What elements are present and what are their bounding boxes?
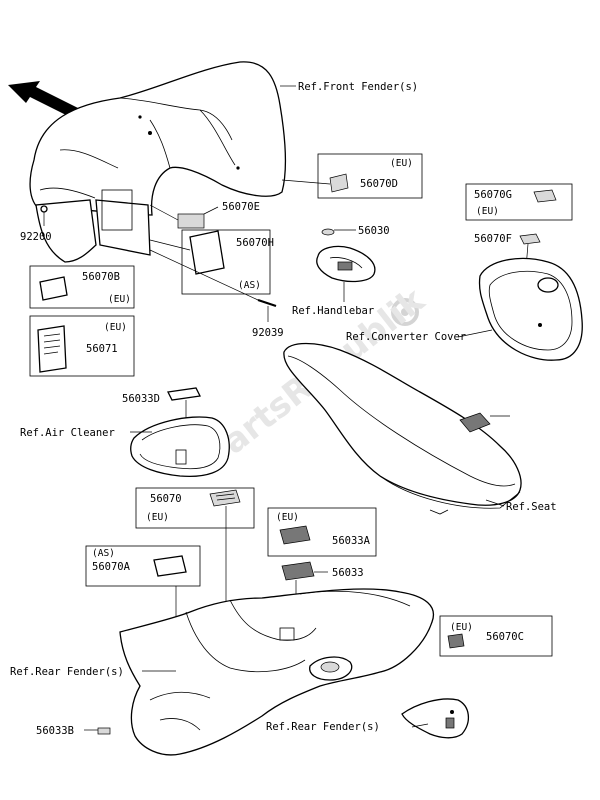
label-56070: 56070: [150, 493, 182, 505]
decal-56070F: [519, 233, 541, 245]
label-92200: 92200: [20, 231, 52, 243]
tag-eu-56071: (EU): [104, 322, 127, 333]
label-ref-seat: Ref.Seat: [506, 501, 557, 513]
label-56070H: 56070H: [236, 237, 274, 249]
leader-converter-cover: [457, 329, 493, 338]
rear-fender-part: [119, 588, 435, 756]
decal-56070H: [189, 230, 225, 275]
label-56070F: 56070F: [474, 233, 512, 245]
label-56033: 56033: [332, 567, 364, 579]
label-56070B: 56070B: [82, 271, 120, 283]
label-56070D: 56070D: [360, 178, 398, 190]
decal-56070E: [177, 213, 205, 229]
decal-56071: [37, 325, 67, 373]
rivet-92039-part: [257, 298, 277, 308]
leader-56070H-fender: [149, 239, 191, 251]
decal-56070B: [39, 276, 68, 301]
handlebar-cover-part: [316, 245, 376, 283]
decal-56070A: [153, 555, 187, 577]
leader-56070D: [281, 179, 331, 185]
box-56070G: [465, 183, 573, 221]
label-56070C: 56070C: [486, 631, 524, 643]
air-cleaner-part: [130, 416, 230, 478]
decal-56070C: [447, 633, 465, 649]
label-ref-front-fender: Ref.Front Fender(s): [298, 81, 418, 93]
gear-icon: [391, 298, 419, 326]
label-92039: 92039: [252, 327, 284, 339]
label-ref-handlebar: Ref.Handlebar: [292, 305, 374, 317]
tag-eu-56070G: (EU): [476, 206, 499, 217]
leader-56070E: [203, 206, 219, 215]
label-ref-converter-cover: Ref.Converter Cover: [346, 331, 466, 343]
tag-eu-56070B: (EU): [108, 294, 131, 305]
tag-eu-56070D: (EU): [390, 158, 413, 169]
label-ref-rear-fender-left: Ref.Rear Fender(s): [10, 666, 124, 678]
decal-56070D: [329, 173, 349, 193]
clip-92200-part: [40, 205, 48, 213]
label-56070G: 56070G: [474, 189, 512, 201]
rear-fender-right-part: [401, 698, 469, 739]
label-56070E: 56070E: [222, 201, 260, 213]
label-56033D: 56033D: [122, 393, 160, 405]
tag-as-56070H: (AS): [238, 280, 261, 291]
label-56070A: 56070A: [92, 561, 131, 573]
tag-eu-56033A: (EU): [276, 512, 299, 523]
decal-56033: [281, 561, 315, 581]
leader-92039-fender: [149, 249, 259, 301]
label-56071: 56071: [86, 343, 118, 355]
label-56033A: 56033A: [332, 535, 371, 547]
decal-56033A: [279, 525, 311, 545]
decal-56070-lines: [215, 493, 236, 501]
decal-56070G: [533, 189, 557, 203]
label-56030: 56030: [358, 225, 390, 237]
converter-cover-part: [478, 257, 583, 361]
decal-seat: [459, 412, 491, 433]
seat-part: [283, 342, 522, 515]
box-56070B: [29, 265, 135, 309]
label-56033B: 56033B: [36, 725, 74, 737]
leader-56070E-fender: [149, 204, 179, 221]
decal-56033D: [167, 387, 201, 401]
label-ref-rear-fender-right: Ref.Rear Fender(s): [266, 721, 380, 733]
decal-56033B: [97, 727, 111, 735]
leader-seat: [485, 499, 505, 507]
label-ref-air-cleaner: Ref.Air Cleaner: [20, 427, 115, 439]
tag-as-56070A: (AS): [92, 548, 115, 559]
tag-eu-56070: (EU): [146, 512, 169, 523]
leader-rear-fender-right: [411, 723, 429, 728]
front-fender-part: [29, 61, 286, 263]
decal-56071-text-lines: [43, 333, 61, 355]
tag-eu-56070C: (EU): [450, 622, 473, 633]
decal-56030-small: [321, 228, 335, 236]
